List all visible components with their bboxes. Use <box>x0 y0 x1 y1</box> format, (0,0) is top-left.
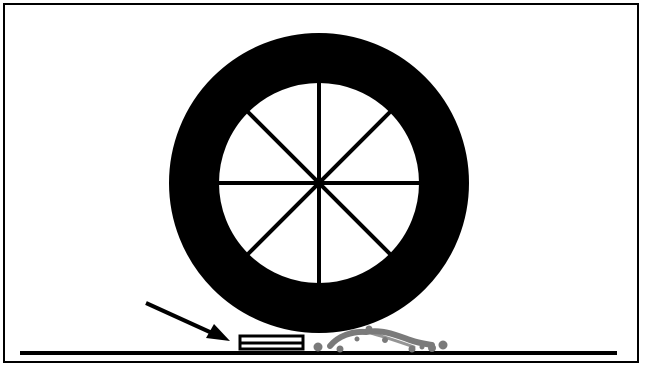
arrow-icon <box>146 303 230 341</box>
flat-object-icon <box>240 336 303 349</box>
wheel-icon <box>194 58 444 308</box>
hub-icon <box>315 179 323 187</box>
